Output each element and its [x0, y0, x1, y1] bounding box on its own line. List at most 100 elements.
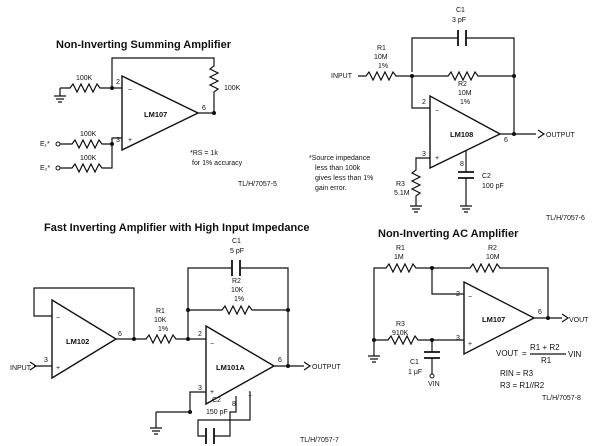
- lm108-output-arrow: [537, 129, 546, 139]
- fast-c2-capacitor: [205, 428, 215, 444]
- ac-opamp: [463, 280, 536, 356]
- lm108-c2-ground: [460, 205, 472, 213]
- lm108-c2-value: 100 pF: [482, 183, 504, 190]
- ac-vin-terminal: [429, 373, 435, 379]
- ac-amplifier-circuit: Non-Inverting AC Amplifier R1 1M R2 10M …: [368, 228, 589, 402]
- ac-amplifier-title: Non-Inverting AC Amplifier: [378, 228, 519, 240]
- summing-e1-terminal: [55, 141, 61, 147]
- ac-ground-symbol: [368, 340, 380, 363]
- lm102-label: LM102: [66, 337, 89, 346]
- lm108-pin2: 2: [422, 99, 426, 106]
- summing-e2-resistor: [60, 144, 113, 174]
- lm101a-pin8: 8: [232, 401, 236, 408]
- summing-e2-r-value: 100K: [80, 155, 97, 162]
- summing-opamp-label: LM107: [144, 110, 167, 119]
- ac-plus-sign: +: [468, 341, 472, 348]
- lm108-r3-ground: [410, 205, 422, 213]
- ac-minus-sign: −: [468, 294, 472, 301]
- lm102-buffer-opamp: [51, 298, 118, 380]
- lm108-pin6: 6: [504, 137, 508, 144]
- lm108-r1-value: 10M: [374, 54, 388, 61]
- fast-c1-value: 5 pF: [230, 248, 244, 255]
- ac-inv-wire: [431, 268, 464, 295]
- ac-c1-capacitor: [424, 351, 440, 359]
- lm108-note-line2: less than 100k: [315, 165, 361, 172]
- lm101a-opamp: [205, 324, 276, 406]
- fast-r1-resistor: [134, 333, 188, 345]
- fast-input-arrow: [29, 361, 38, 371]
- fast-r1-name: R1: [156, 308, 165, 315]
- summing-feedback-resistor: [111, 57, 220, 114]
- ac-c1-value: 1 μF: [408, 369, 422, 376]
- summing-rin-value: 100K: [76, 75, 93, 82]
- ac-eq-denominator: R1: [541, 356, 552, 365]
- fast-c1-name: C1: [232, 238, 241, 245]
- lm102-plus-sign: +: [56, 365, 60, 372]
- ac-eq-numerator: R1 + R2: [530, 343, 560, 352]
- lm108-figure-code: TL/H/7057-6: [546, 215, 585, 222]
- fast-r1-value: 10K: [154, 317, 167, 324]
- fast-r2-value: 10K: [231, 287, 244, 294]
- fast-c1-capacitor: [231, 260, 241, 276]
- summing-note-line1: *RS = 1k: [190, 150, 218, 157]
- ac-r2-resistor: [432, 262, 549, 318]
- lm108-note-line1: *Source impedance: [309, 155, 370, 162]
- fast-r2-resistor: [188, 304, 288, 316]
- ac-vin-label: VIN: [428, 381, 440, 388]
- ac-eq-lhs: VOUT: [496, 349, 518, 358]
- summing-noninv-dot: [110, 142, 114, 146]
- fast-ground-symbol: [150, 412, 162, 435]
- fast-ground-node: [188, 410, 192, 414]
- lm108-r2-tol: 1%: [460, 99, 470, 106]
- lm101a-pin2: 2: [198, 331, 202, 338]
- lm108-c1-value: 3 pF: [452, 17, 466, 24]
- lm101a-pin3: 3: [198, 385, 202, 392]
- lm108-c2-capacitor: [458, 171, 474, 179]
- ac-r1-value: 1M: [394, 254, 404, 261]
- lm101a-output-node: [286, 364, 290, 368]
- ac-vout-label: VOUT: [569, 317, 589, 324]
- summing-ground-symbol: [54, 88, 66, 103]
- fast-r2-tol: 1%: [234, 296, 244, 303]
- lm101a-plus-sign: +: [210, 389, 214, 396]
- fast-figure-code: TL/H/7057-7: [300, 437, 339, 444]
- lm101a-noninv-wire: [189, 391, 206, 412]
- fast-c1-wires: [187, 267, 289, 366]
- lm108-note-line4: gain error.: [315, 185, 347, 192]
- lm108-pin8: 8: [460, 161, 464, 168]
- lm101a-pin6: 6: [278, 357, 282, 364]
- lm108-inv-wire: [411, 76, 430, 109]
- ac-figure-code: TL/H/7057-8: [542, 395, 581, 402]
- ac-output-arrow: [561, 313, 570, 323]
- lm102-pin6: 6: [118, 331, 122, 338]
- lm108-opamp-label: LM108: [450, 130, 473, 139]
- ac-c1-name: C1: [410, 359, 419, 366]
- summing-amplifier-circuit: Non-Inverting Summing Amplifier LM107 − …: [40, 39, 277, 188]
- ac-pin3: 3: [456, 335, 460, 342]
- ac-r3-value: 910K: [392, 330, 409, 337]
- ac-r1-name: R1: [396, 245, 405, 252]
- fast-r2-right-node: [286, 308, 290, 312]
- lm108-output-label: OUTPUT: [546, 132, 576, 139]
- fast-output-arrow: [303, 361, 312, 371]
- fast-inverting-title: Fast Inverting Amplifier with High Input…: [44, 222, 309, 234]
- summing-rfb-value: 100K: [224, 85, 241, 92]
- ac-r2-name: R2: [488, 245, 497, 252]
- lm102-pin3: 3: [44, 357, 48, 364]
- lm108-minus-sign: −: [435, 108, 439, 115]
- ac-r3-name: R3: [396, 321, 405, 328]
- lm108-input-label: INPUT: [331, 73, 353, 80]
- summing-e2-terminal: [55, 165, 61, 171]
- lm108-r3-resistor: [410, 157, 430, 206]
- lm102-feedback-wire: [33, 287, 135, 340]
- ac-r3-resistor: [374, 334, 464, 346]
- summing-e1-r-value: 100K: [80, 131, 97, 138]
- summing-figure-code: TL/H/7057-5: [238, 181, 277, 188]
- summing-pin3: 3: [116, 137, 120, 144]
- ac-opamp-label: LM107: [482, 315, 505, 324]
- ac-eq-r3: R3 = R1//R2: [500, 381, 545, 390]
- lm108-r1-name: R1: [377, 45, 386, 52]
- ac-eq-vin: VIN: [568, 350, 582, 359]
- lm108-c2-name: C2: [482, 173, 491, 180]
